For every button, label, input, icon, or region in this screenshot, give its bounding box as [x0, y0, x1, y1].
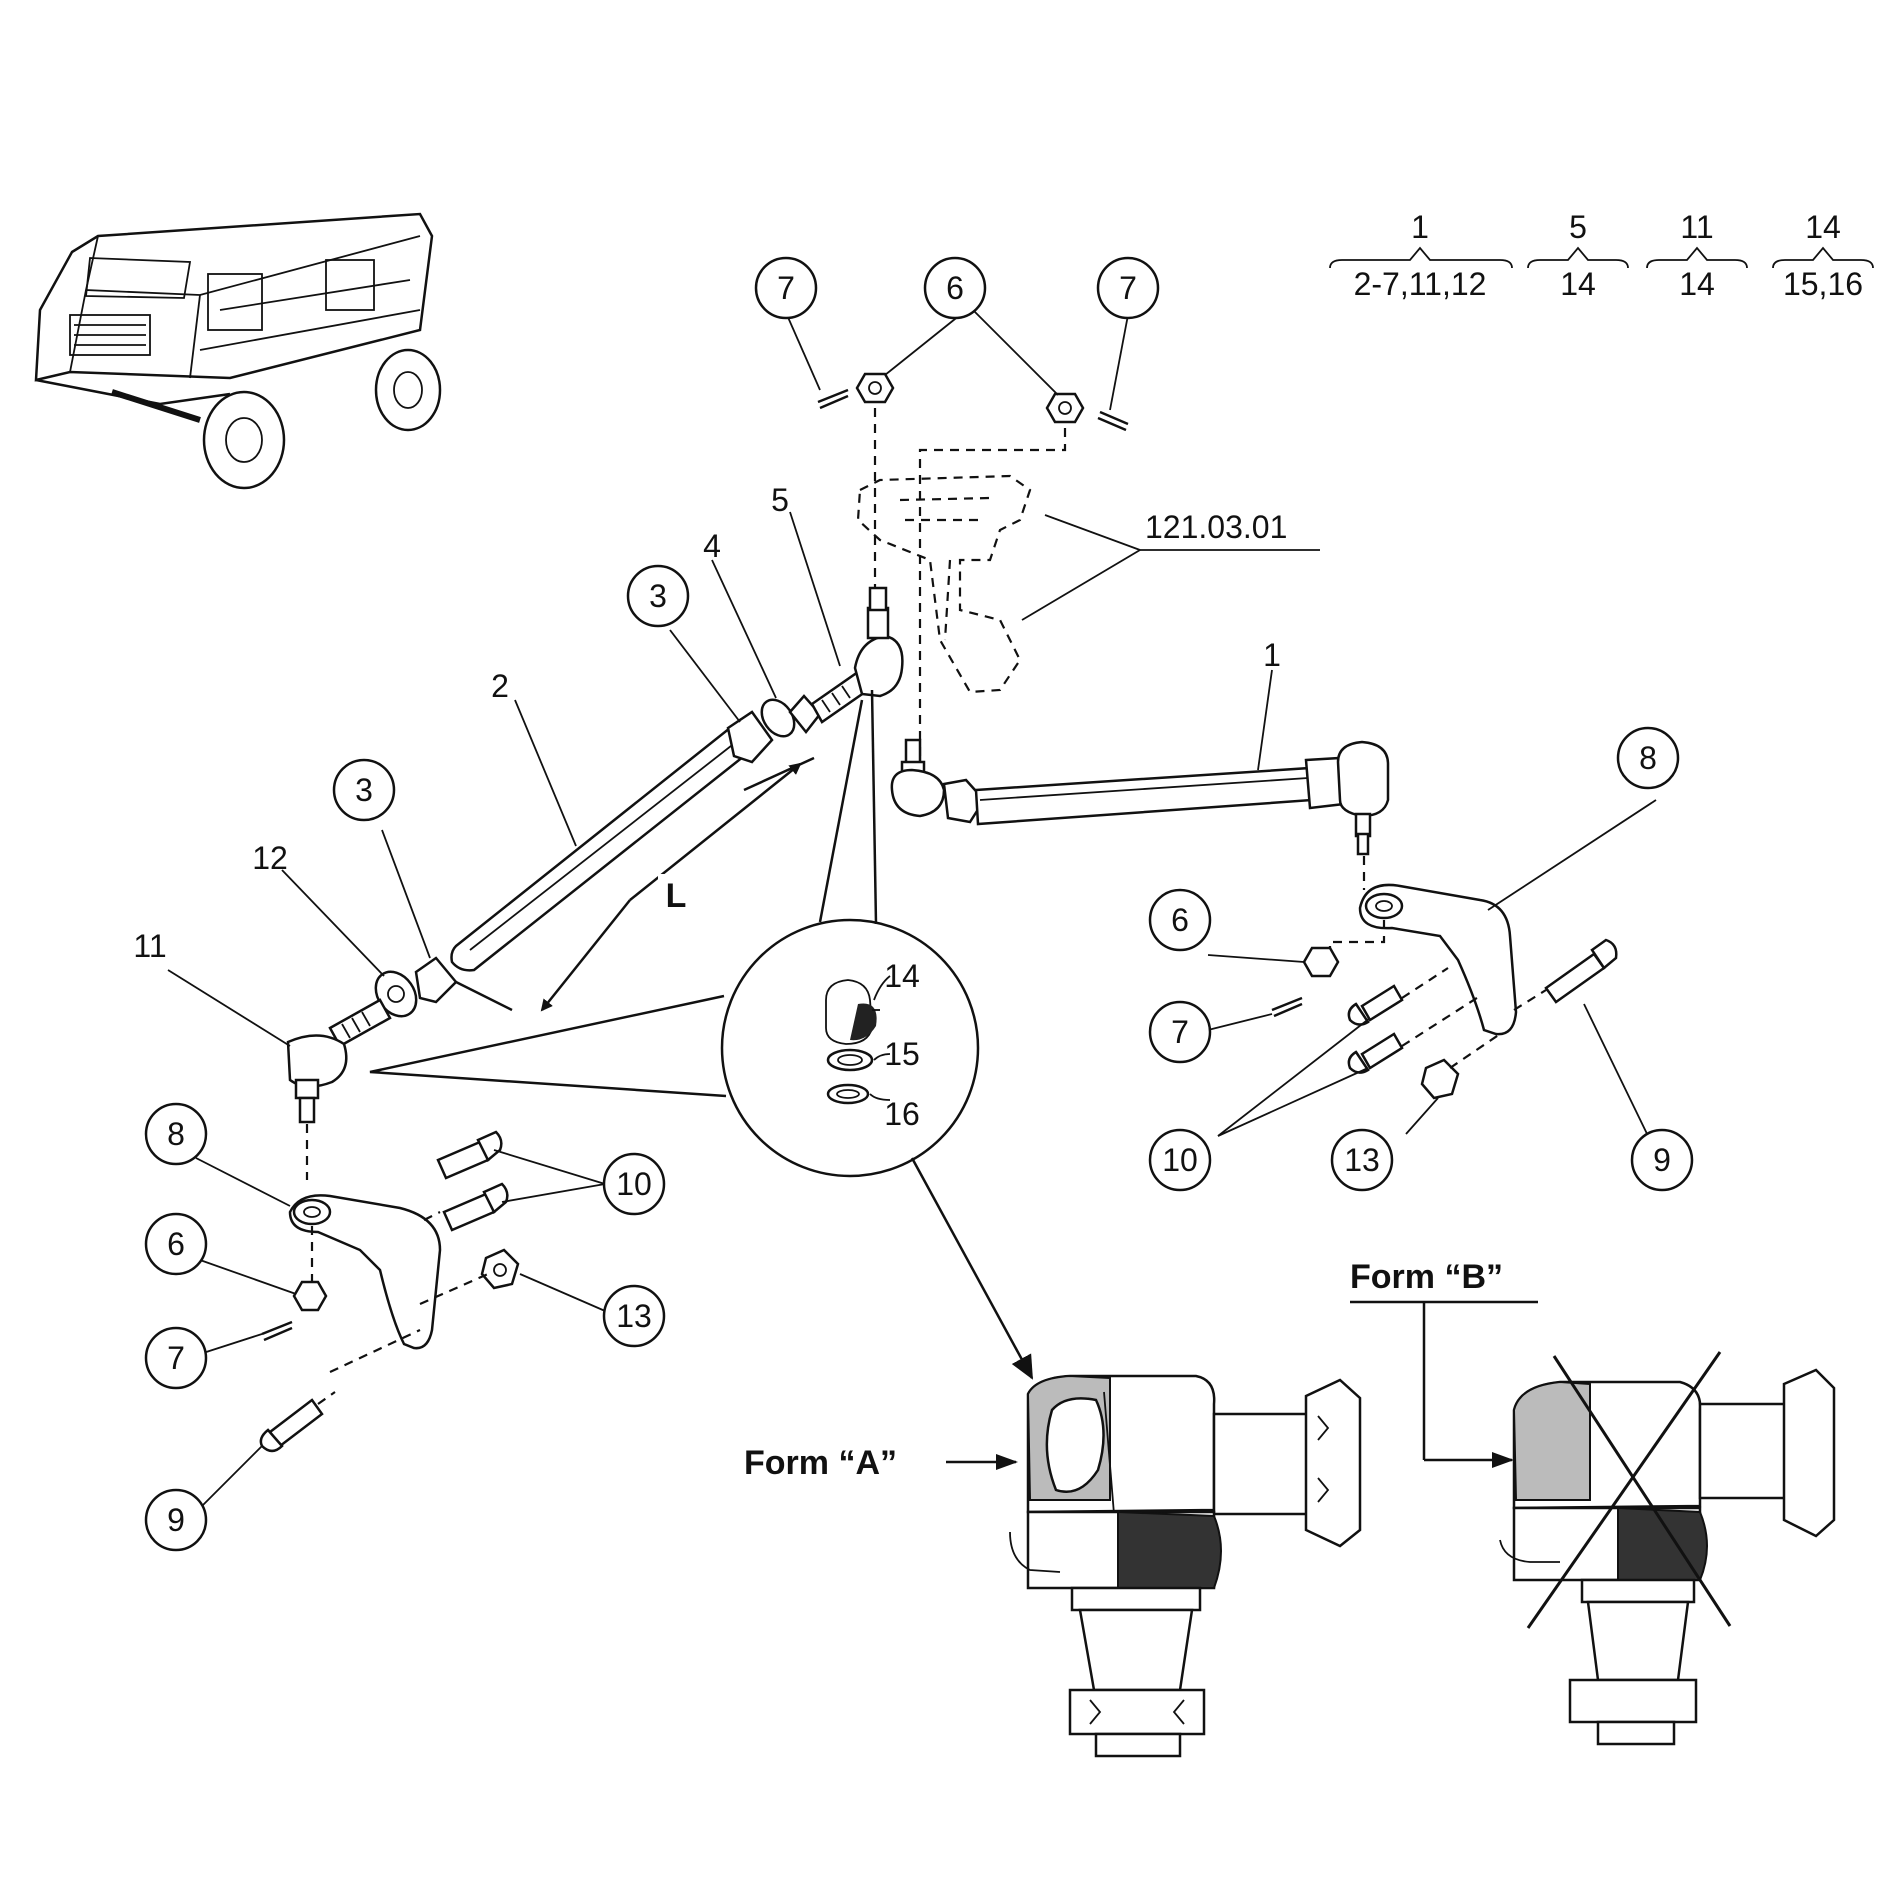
callout-6-top: 6 — [923, 256, 987, 320]
hex-nut-right — [1420, 1058, 1460, 1100]
callout-16: 16 — [884, 1096, 920, 1132]
bolt-long-left — [268, 1398, 324, 1448]
callout-7-left: 7 — [144, 1326, 208, 1390]
form-a-label: Form “A” — [744, 1444, 897, 1482]
left-tie-rod-assembly: L — [259, 586, 904, 1453]
legend-group-2: 5 14 — [1527, 209, 1629, 302]
callout-6-left: 6 — [144, 1212, 208, 1276]
clamp-nut-upper — [726, 710, 774, 764]
callout-8-left: 8 — [144, 1102, 208, 1166]
ball-joint-form-a: Form “A” — [744, 1374, 1362, 1758]
callout-3-upper: 3 — [626, 564, 690, 628]
callout-15: 15 — [884, 1036, 920, 1072]
callouts: 1 2 4 5 11 12 14 15 16 7 6 7 3 3 8 6 7 1… — [133, 256, 1694, 1552]
legend-top-4: 14 — [1805, 209, 1841, 245]
steering-arm-right — [1358, 883, 1518, 1036]
callout-2: 2 — [491, 668, 509, 704]
callout-leaders — [167, 306, 1657, 1509]
castle-nut-left-arm — [292, 1280, 328, 1312]
svg-text:7: 7 — [1119, 270, 1137, 306]
right-tie-rod-assembly — [890, 738, 1618, 1100]
callout-3-lower: 3 — [332, 758, 396, 822]
legend-bottom-3: 14 — [1679, 266, 1715, 302]
callout-9-left: 9 — [144, 1488, 208, 1552]
bolt-lower-right — [1360, 1032, 1404, 1070]
callout-7-top-right: 7 — [1096, 256, 1160, 320]
callout-9-right: 9 — [1630, 1128, 1694, 1192]
bolt-long-right — [1544, 952, 1606, 1004]
callout-13-left: 13 — [602, 1284, 666, 1348]
cotter-pin-left-arm — [261, 1320, 293, 1342]
callout-8-right: 8 — [1616, 726, 1680, 790]
svg-text:9: 9 — [167, 1502, 185, 1538]
legend-bottom-1: 2-7,11,12 — [1354, 266, 1487, 302]
detail-circle — [369, 689, 1034, 1380]
callout-10-right: 10 — [1148, 1128, 1212, 1192]
circlip — [826, 1083, 870, 1105]
legend-group-3: 11 14 — [1646, 209, 1748, 302]
callout-10-left: 10 — [602, 1152, 666, 1216]
svg-text:7: 7 — [167, 1340, 185, 1376]
castle-nut-left — [855, 372, 895, 404]
svg-text:3: 3 — [355, 772, 373, 808]
cotter-pin-right — [1097, 410, 1129, 432]
reference-label: 121.03.01 — [1145, 509, 1287, 545]
ball-joint-right-inner — [890, 768, 946, 818]
svg-text:6: 6 — [946, 270, 964, 306]
clamp-ring — [760, 698, 796, 738]
legend-bottom-2: 14 — [1560, 266, 1596, 302]
form-b-label: Form “B” — [1350, 1258, 1503, 1296]
svg-text:13: 13 — [616, 1298, 652, 1334]
svg-text:10: 10 — [1162, 1142, 1198, 1178]
ball-joint-upper — [853, 634, 904, 698]
cotter-pin-left — [817, 388, 849, 410]
callout-12: 12 — [252, 840, 288, 876]
svg-text:7: 7 — [1171, 1014, 1189, 1050]
ball-joint-right-outer — [1336, 740, 1390, 818]
bolt-upper-right — [1360, 984, 1404, 1022]
legend-bottom-4: 15,16 — [1783, 266, 1863, 302]
callout-6-right: 6 — [1148, 888, 1212, 952]
hex-nut-left — [480, 1248, 520, 1290]
callout-13-right: 13 — [1330, 1128, 1394, 1192]
callout-11: 11 — [133, 928, 166, 964]
cotter-pin-right-arm — [1271, 996, 1303, 1018]
castle-nut-right — [1045, 392, 1085, 424]
callout-1: 1 — [1263, 637, 1281, 673]
svg-text:6: 6 — [1171, 902, 1189, 938]
callout-4: 4 — [703, 528, 721, 564]
steering-arm-left — [288, 1194, 442, 1350]
callout-14: 14 — [884, 958, 920, 994]
svg-text:9: 9 — [1653, 1142, 1671, 1178]
legend-top-1: 1 — [1411, 209, 1429, 245]
castle-nut-right-arm — [1302, 946, 1340, 978]
svg-text:10: 10 — [616, 1166, 652, 1202]
seal-ring — [826, 1048, 874, 1072]
legend-group-1: 1 2-7,11,12 — [1329, 209, 1513, 302]
legend-top-2: 5 — [1569, 209, 1587, 245]
legend: 1 2-7,11,12 5 14 11 14 14 15,16 — [1329, 209, 1874, 302]
legend-group-4: 14 15,16 — [1772, 209, 1874, 302]
clamp-nut-lower — [414, 956, 458, 1004]
svg-text:8: 8 — [1639, 740, 1657, 776]
top-mount-assembly: 121.03.01 — [817, 372, 1320, 760]
svg-text:13: 13 — [1344, 1142, 1380, 1178]
dimension-label: L — [666, 877, 687, 915]
tie-rod-end-left — [328, 998, 392, 1048]
svg-text:3: 3 — [649, 578, 667, 614]
vehicle-illustration — [34, 212, 442, 490]
ball-joint-form-b: Form “B” — [1350, 1258, 1836, 1746]
svg-text:6: 6 — [167, 1226, 185, 1262]
callout-7-right: 7 — [1148, 1000, 1212, 1064]
callout-5: 5 — [771, 482, 789, 518]
svg-text:8: 8 — [167, 1116, 185, 1152]
callout-7-top-left: 7 — [754, 256, 818, 320]
legend-top-3: 11 — [1680, 209, 1713, 245]
steering-bracket-outline — [856, 474, 1032, 694]
svg-text:7: 7 — [777, 270, 795, 306]
